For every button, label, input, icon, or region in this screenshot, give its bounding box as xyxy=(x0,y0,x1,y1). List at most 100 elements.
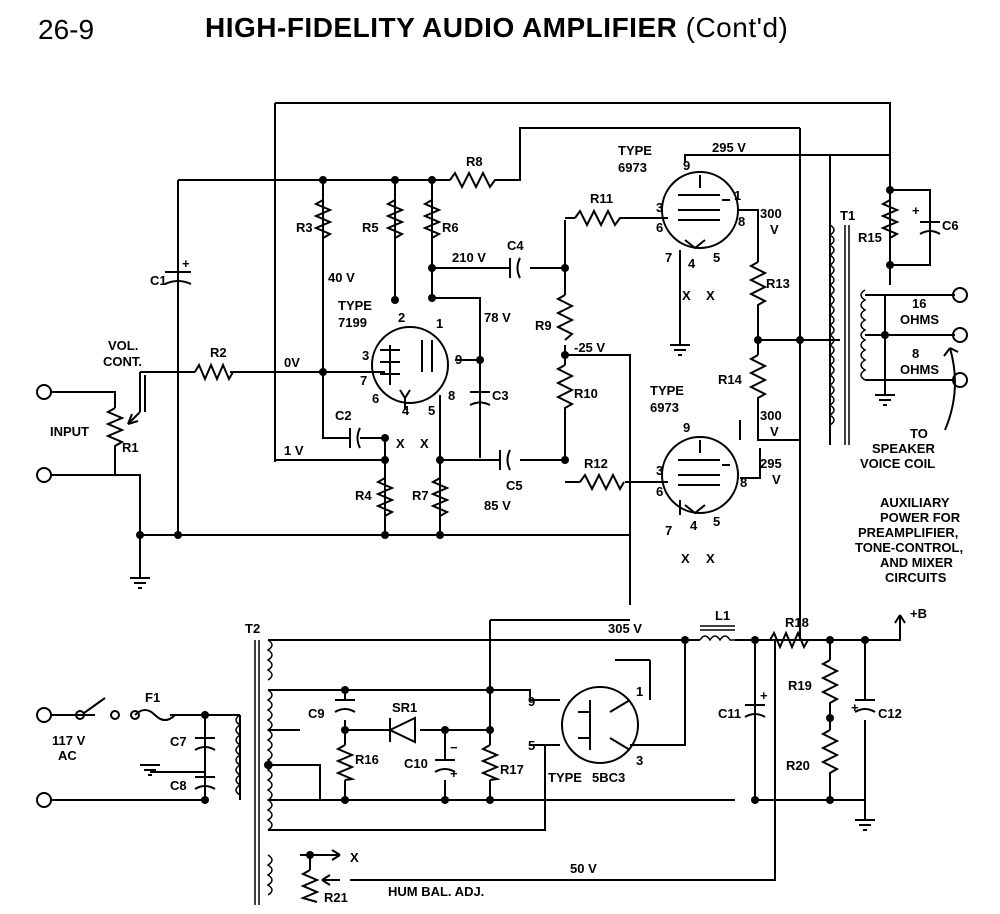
transformer-t1 xyxy=(828,224,867,445)
x-label: X xyxy=(681,551,690,566)
r20-label: R20 xyxy=(786,758,810,773)
sr1-label: SR1 xyxy=(392,700,417,715)
voltage-unit: V xyxy=(772,472,781,487)
ground-symbols xyxy=(130,344,895,831)
pin-label: 1 xyxy=(436,316,443,331)
pin-label: 6 xyxy=(656,484,663,499)
r11-label: R11 xyxy=(590,191,613,206)
tube-6973-upper-type-label: TYPE xyxy=(618,143,652,158)
resistor-r11 xyxy=(574,208,625,228)
r10-label: R10 xyxy=(574,386,598,401)
terminals xyxy=(36,287,968,861)
tube-6973-lower-type: 6973 xyxy=(650,400,679,415)
pin-label: 4 xyxy=(688,256,696,271)
x-label: X xyxy=(350,850,359,865)
r21-label: R21 xyxy=(324,890,348,905)
r12-label: R12 xyxy=(584,456,608,471)
pin-label: 8 xyxy=(448,388,455,403)
tube-6973-upper xyxy=(661,171,739,250)
c3-label: C3 xyxy=(492,388,509,403)
pin-label: 5 xyxy=(528,738,535,753)
r16-label: R16 xyxy=(355,752,379,767)
pin-label: 8 xyxy=(738,214,745,229)
inductor-l1 xyxy=(699,625,735,642)
voltage-unit: V xyxy=(770,424,779,439)
resistor-r9 xyxy=(555,294,575,341)
voltage-300v-lower: 300 xyxy=(760,408,782,423)
t2-label: T2 xyxy=(245,621,260,636)
r2-label: R2 xyxy=(210,345,227,360)
c8-label: C8 xyxy=(170,778,187,793)
resistor-r1 xyxy=(105,407,125,452)
r17-label: R17 xyxy=(500,762,524,777)
resistor-r5 xyxy=(385,199,405,239)
r3-label: R3 xyxy=(296,220,313,235)
r9-label: R9 xyxy=(535,318,552,333)
c7-label: C7 xyxy=(170,734,187,749)
pin-label: 9 xyxy=(683,420,690,435)
voltage-300v-upper: 300 xyxy=(760,206,782,221)
voltage-295v: 295 V xyxy=(712,140,746,155)
r15-label: R15 xyxy=(858,230,882,245)
r4-label: R4 xyxy=(355,488,372,503)
transformer-t2 xyxy=(235,639,273,905)
resistor-r13 xyxy=(748,261,768,310)
voltage-minus25v: -25 V xyxy=(574,340,605,355)
l1-label: L1 xyxy=(715,608,730,623)
voltage-78v: 78 V xyxy=(484,310,511,325)
t1-label: T1 xyxy=(840,208,855,223)
pin-label: 4 xyxy=(690,518,698,533)
aux-power-label: PREAMPLIFIER, xyxy=(858,525,958,540)
voltage-unit: V xyxy=(770,222,779,237)
pin-label: 3 xyxy=(362,348,369,363)
voltage-50v: 50 V xyxy=(570,861,597,876)
resistor-r8 xyxy=(449,170,500,190)
c6-label: C6 xyxy=(942,218,959,233)
resistor-r19 xyxy=(820,659,840,706)
r7-label: R7 xyxy=(412,488,429,503)
vol-cont-label: VOL. xyxy=(108,338,138,353)
c2-label: C2 xyxy=(335,408,352,423)
speaker-label: VOICE COIL xyxy=(860,456,935,471)
aux-power-label: AND MIXER xyxy=(880,555,954,570)
c9-label: C9 xyxy=(308,706,325,721)
c11-label: C11 xyxy=(718,706,741,721)
resistor-symbols xyxy=(105,170,900,903)
pin-label: 3 xyxy=(636,753,643,768)
plus-label: + xyxy=(851,700,859,715)
pin-label: 6 xyxy=(372,391,379,406)
hum-balance-label: HUM BAL. ADJ. xyxy=(388,884,484,899)
resistor-r3 xyxy=(313,199,333,248)
x-label: X xyxy=(420,436,429,451)
resistor-r17 xyxy=(480,744,501,781)
resistor-r20 xyxy=(820,729,840,776)
page-title: HIGH-FIDELITY AUDIO AMPLIFIER (Cont'd) xyxy=(205,12,788,44)
pin-label: 9 xyxy=(683,158,690,173)
tube-7199-type-label: TYPE xyxy=(338,298,372,313)
r19-label: R19 xyxy=(788,678,812,693)
r13-label: R13 xyxy=(766,276,790,291)
c4-label: C4 xyxy=(507,238,524,253)
resistor-r4 xyxy=(375,477,395,517)
pin-label: 5 xyxy=(713,514,720,529)
pin-label: 6 xyxy=(656,220,663,235)
r18-label: R18 xyxy=(785,615,809,630)
resistor-r7 xyxy=(430,477,450,517)
c10-label: C10 xyxy=(404,756,428,771)
x-label: X xyxy=(706,551,715,566)
tube-6973-lower xyxy=(661,436,739,515)
pin-label: 5 xyxy=(713,250,720,265)
pin-label: 1 xyxy=(636,684,643,699)
tube-6973-lower-type-label: TYPE xyxy=(650,383,684,398)
voltage-0v: 0V xyxy=(284,355,300,370)
c12-label: C12 xyxy=(878,706,902,721)
schematic-labels: TYPE 7199 TYPE 6973 TYPE 6973 TYPE 5BC3 … xyxy=(50,140,963,905)
r5-label: R5 xyxy=(362,220,379,235)
resistor-r10 xyxy=(555,364,575,412)
pin-label: 7 xyxy=(360,373,367,388)
pin-label: 7 xyxy=(665,250,672,265)
pin-label: 3 xyxy=(656,200,663,215)
r6-label: R6 xyxy=(442,220,459,235)
resistor-r14 xyxy=(748,354,768,402)
plus-label: + xyxy=(450,766,458,781)
